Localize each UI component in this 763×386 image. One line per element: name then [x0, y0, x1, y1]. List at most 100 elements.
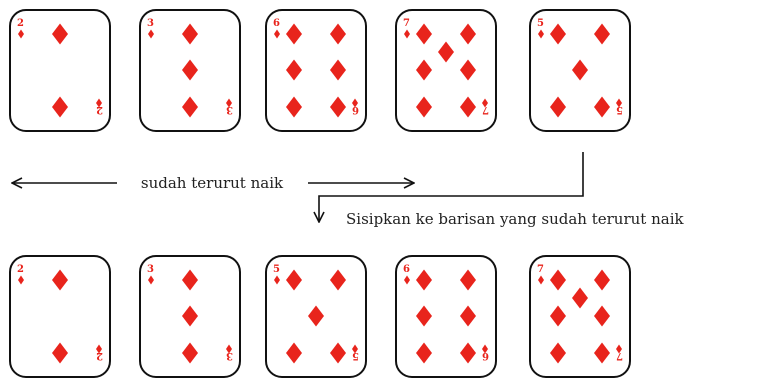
diamond-icon — [182, 305, 198, 327]
diamond-icon — [404, 29, 410, 39]
playing-card: 55 — [265, 255, 367, 378]
diamond-icon — [416, 342, 432, 364]
card-rank-bottom: 6 — [352, 104, 359, 115]
diamond-icon — [286, 59, 302, 81]
card-rank-bottom: 7 — [482, 104, 489, 115]
playing-card: 22 — [9, 9, 111, 132]
card-rank-top: 2 — [17, 18, 24, 29]
diamond-icon — [182, 23, 198, 45]
diamond-icon — [182, 96, 198, 118]
diamond-icon — [330, 342, 346, 364]
diamond-icon — [482, 344, 488, 354]
diamond-icon — [416, 59, 432, 81]
diamond-icon — [286, 342, 302, 364]
diamond-icon — [416, 305, 432, 327]
card-rank-bottom: 5 — [616, 104, 623, 115]
diamond-icon — [274, 29, 280, 39]
diamond-icon — [226, 344, 232, 354]
card-rank-top: 7 — [537, 264, 544, 275]
sorted-range-arrow: sudah terurut naik — [12, 174, 414, 192]
diamond-icon — [308, 305, 324, 327]
diamond-icon — [594, 96, 610, 118]
card-rank-top: 3 — [147, 264, 154, 275]
card-rank-top: 6 — [273, 18, 280, 29]
diamond-icon — [460, 342, 476, 364]
diamond-icon — [550, 305, 566, 327]
card-rank-top: 3 — [147, 18, 154, 29]
card-rank-bottom: 3 — [226, 104, 233, 115]
diamond-icon — [18, 275, 24, 285]
diamond-icon — [182, 59, 198, 81]
diamond-icon — [616, 344, 622, 354]
card-rank-top: 6 — [403, 264, 410, 275]
diamond-icon — [572, 59, 588, 81]
diamond-icon — [438, 41, 454, 63]
card-rank-bottom: 5 — [352, 350, 359, 361]
diamond-icon — [460, 23, 476, 45]
diamond-icon — [538, 275, 544, 285]
diamond-icon — [460, 305, 476, 327]
diamond-icon — [550, 342, 566, 364]
diamond-icon — [538, 29, 544, 39]
playing-card: 33 — [139, 9, 241, 132]
diamond-icon — [460, 96, 476, 118]
diamond-icon — [482, 98, 488, 108]
card-face — [529, 255, 631, 378]
playing-card: 33 — [139, 255, 241, 378]
diamond-icon — [96, 344, 102, 354]
diamond-icon — [550, 23, 566, 45]
card-rank-bottom: 6 — [482, 350, 489, 361]
diamond-icon — [594, 342, 610, 364]
card-rank-bottom: 2 — [96, 350, 103, 361]
diamond-icon — [460, 269, 476, 291]
diamond-icon — [416, 96, 432, 118]
card-rank-top: 5 — [273, 264, 280, 275]
diamond-icon — [404, 275, 410, 285]
sorted-label: sudah terurut naik — [141, 174, 284, 192]
diamond-icon — [52, 96, 68, 118]
diamond-icon — [286, 23, 302, 45]
diamond-icon — [460, 59, 476, 81]
diamond-icon — [572, 287, 588, 309]
card-face — [395, 9, 497, 132]
diamond-icon — [416, 269, 432, 291]
diamond-icon — [550, 269, 566, 291]
diamond-icon — [52, 269, 68, 291]
diamond-icon — [286, 96, 302, 118]
diamond-icon — [148, 275, 154, 285]
diamond-icon — [52, 23, 68, 45]
playing-card: 77 — [395, 9, 497, 132]
diamond-icon — [594, 269, 610, 291]
diamond-icon — [594, 23, 610, 45]
diamond-icon — [550, 96, 566, 118]
diamond-icon — [226, 98, 232, 108]
card-rank-top: 7 — [403, 18, 410, 29]
diamond-icon — [352, 344, 358, 354]
playing-card: 66 — [395, 255, 497, 378]
card-face — [9, 9, 111, 132]
diamond-icon — [330, 59, 346, 81]
insert-label: Sisipkan ke barisan yang sudah terurut n… — [346, 210, 684, 228]
playing-card: 22 — [9, 255, 111, 378]
playing-card: 66 — [265, 9, 367, 132]
diamond-icon — [594, 305, 610, 327]
diamond-icon — [330, 96, 346, 118]
diamond-icon — [18, 29, 24, 39]
diamond-icon — [352, 98, 358, 108]
diamond-icon — [330, 23, 346, 45]
diamond-icon — [52, 342, 68, 364]
diamond-icon — [416, 23, 432, 45]
card-rank-bottom: 7 — [616, 350, 623, 361]
diamond-icon — [182, 269, 198, 291]
playing-card: 55 — [529, 9, 631, 132]
diamond-icon — [274, 275, 280, 285]
card-rank-bottom: 2 — [96, 104, 103, 115]
diamond-icon — [330, 269, 346, 291]
diamond-icon — [616, 98, 622, 108]
card-face — [395, 255, 497, 378]
diamond-icon — [182, 342, 198, 364]
card-face — [265, 9, 367, 132]
